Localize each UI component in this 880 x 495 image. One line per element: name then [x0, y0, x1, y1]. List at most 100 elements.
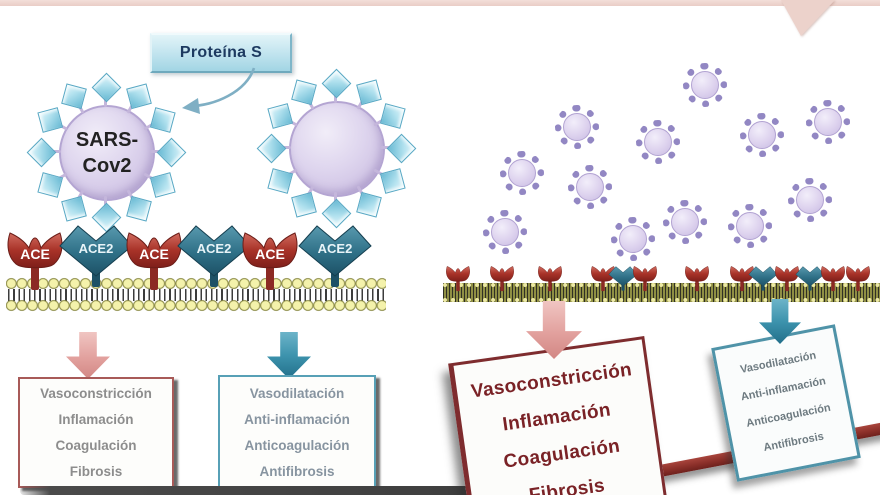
protein-s-pointer-arrow-icon [182, 67, 256, 114]
ace-receptor [820, 265, 846, 297]
virus-body [736, 212, 764, 240]
spike-protein-icon [125, 82, 152, 109]
virus-body [691, 71, 719, 99]
ace-receptor [632, 265, 658, 297]
ace2-pathway-arrow-icon [267, 332, 311, 379]
ace2-receptor [608, 264, 638, 297]
free-virus-particle [806, 100, 850, 144]
virus-body [289, 101, 385, 197]
virus-particle-sars-cov2: SARS- Cov2 [20, 66, 190, 236]
svg-text:ACE: ACE [255, 246, 285, 262]
svg-text:ACE2: ACE2 [197, 241, 232, 256]
banner-arrowhead-icon [781, 0, 835, 36]
virus-body: SARS- Cov2 [59, 105, 155, 201]
ace-receptor [489, 265, 515, 297]
free-virus-particle [663, 200, 707, 244]
spike-protein-icon [266, 167, 293, 194]
virus-body [748, 121, 776, 149]
spike-protein-icon [91, 72, 121, 102]
ace2-receptor: ACE2 [297, 222, 373, 293]
free-virus-particle [636, 120, 680, 164]
free-virus-particle [740, 113, 784, 157]
ace-receptor [845, 265, 871, 297]
free-virus-particle [555, 105, 599, 149]
ace-receptor: ACE [240, 230, 300, 297]
virus-body [644, 128, 672, 156]
spike-protein-icon [36, 171, 63, 198]
virus-name-line2: Cov2 [82, 155, 132, 177]
spike-protein-icon [266, 102, 293, 129]
ace-receptor [729, 265, 755, 297]
spike-protein-icon [290, 78, 317, 105]
free-virus-particle [568, 165, 612, 209]
pathway-line: Inflamación [58, 411, 134, 427]
spike-protein-icon [355, 78, 382, 105]
protein-s-label: Proteína S [150, 33, 292, 73]
cell-membrane-right [443, 283, 880, 302]
spike-protein-icon [60, 195, 87, 222]
ace2-receptor: ACE2 [58, 222, 134, 293]
virus-body [563, 113, 591, 141]
pathway-line: Anticoagulación [244, 437, 350, 453]
free-virus-particle [500, 151, 544, 195]
virus-body [796, 186, 824, 214]
spike-protein-icon [321, 68, 351, 98]
pathway-line: Antifibrosis [259, 463, 335, 479]
pathway-line: Anti-inflamación [244, 411, 350, 427]
svg-text:ACE2: ACE2 [79, 241, 114, 256]
spike-protein-icon [386, 133, 416, 163]
spike-protein-icon [290, 191, 317, 218]
ace-receptor: ACE [124, 230, 184, 297]
spike-protein-icon [26, 137, 56, 167]
free-virus-particle [788, 178, 832, 222]
ace-receptor [774, 265, 800, 297]
pathway-line: Coagulación [55, 437, 137, 453]
lipid-heads-row [6, 276, 386, 291]
pathway-line: Vasodilatación [249, 385, 345, 401]
lipid-heads-row [6, 298, 386, 313]
virus-particle [250, 62, 420, 232]
ace-receptor [537, 265, 563, 297]
ace-pathway-arrow-icon [66, 332, 110, 379]
virus-body [619, 225, 647, 253]
spike-protein-icon [156, 137, 186, 167]
ace2-receptor [795, 264, 825, 297]
free-virus-particle [483, 210, 527, 254]
ace-receptor: ACE [5, 230, 65, 297]
virus-body [491, 218, 519, 246]
spike-protein-icon [149, 171, 176, 198]
virus-name-line1: SARS- [75, 129, 139, 151]
svg-text:ACE: ACE [20, 246, 50, 262]
ace-receptor [590, 265, 616, 297]
spike-protein-icon [60, 82, 87, 109]
spike-protein-icon [125, 195, 152, 222]
spike-protein-icon [36, 106, 63, 133]
pathway-line: Vasoconstricción [40, 385, 152, 401]
ace2-receptor: ACE2 [176, 222, 252, 293]
banner-arrow-band [0, 0, 880, 6]
free-virus-particle [728, 204, 772, 248]
spike-protein-icon [355, 191, 382, 218]
ace2-receptor [748, 264, 778, 297]
virus-body [508, 159, 536, 187]
free-virus-particle [611, 217, 655, 261]
free-virus-particle [683, 63, 727, 107]
spike-protein-icon [256, 133, 286, 163]
virus-body [576, 173, 604, 201]
spike-protein-icon [379, 167, 406, 194]
svg-text:ACE2: ACE2 [318, 241, 353, 256]
ace-receptor [445, 265, 471, 297]
pathway-line: Fibrosis [69, 463, 123, 479]
virus-body [671, 208, 699, 236]
svg-text:ACE: ACE [139, 246, 169, 262]
spike-protein-icon [379, 102, 406, 129]
ace-receptor [684, 265, 710, 297]
spike-protein-icon [149, 106, 176, 133]
ground-shadow-bar [20, 486, 626, 495]
virus-body [814, 108, 842, 136]
